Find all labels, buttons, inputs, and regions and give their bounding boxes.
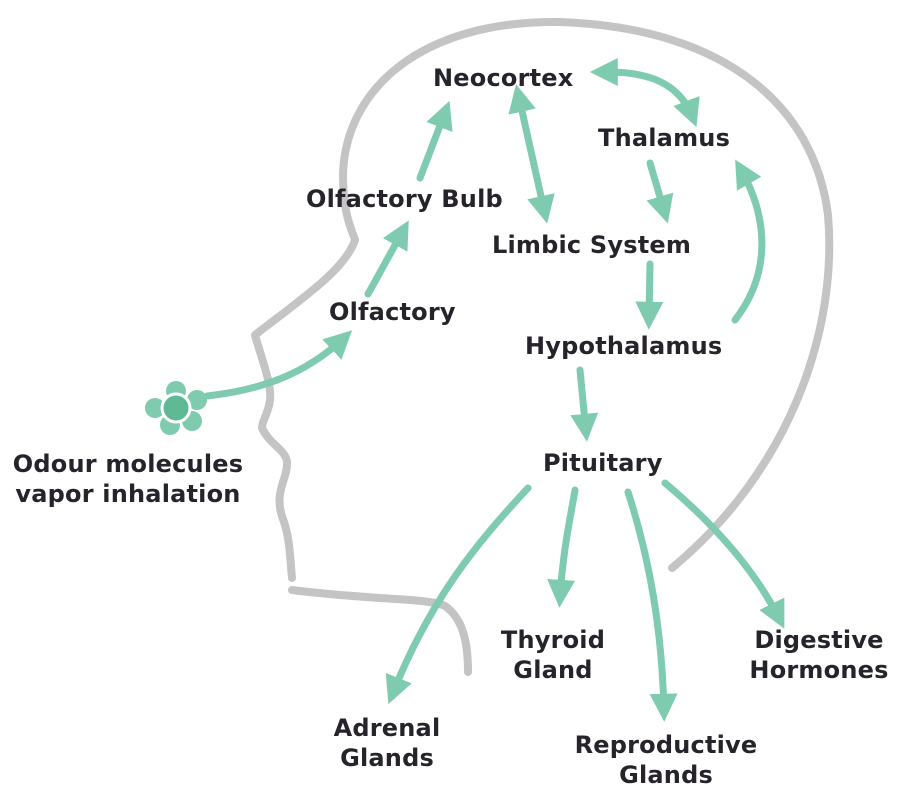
arrow-neocortex-thalamus [589,58,700,128]
digestive-line-2: Hormones [749,656,889,684]
node-reproductive-glands: Reproductive Glands [575,730,758,790]
face-profile-outline [251,236,359,582]
thyroid-line-2: Gland [513,656,593,684]
reproductive-line-2: Glands [619,761,713,789]
arrow-odour-to-olfactory [203,330,353,400]
arrow-pituitary-to-thyroid [547,486,579,608]
arrow-pituitary-to-adrenal [385,484,532,705]
node-thalamus: Thalamus [598,124,731,152]
thyroid-line-1: Thyroid [500,626,606,654]
digestive-line-1: Digestive [754,626,884,654]
arrow-hypothalamus-to-thalamus [731,159,766,324]
odour-line-1: Odour molecules [12,450,244,478]
arrows [203,58,785,722]
arrow-olfactory-to-bulb [364,220,409,298]
adrenal-line-2: Glands [340,744,434,772]
node-adrenal-glands: Adrenal Glands [334,713,441,773]
arrow-thalamus-to-limbic [646,159,674,224]
node-limbic-system: Limbic System [492,231,692,259]
node-pituitary: Pituitary [543,449,663,477]
node-olfactory-bulb: Olfactory Bulb [306,185,503,213]
node-thyroid-gland: Thyroid Gland [501,625,605,685]
arrow-neocortex-limbic [508,84,555,224]
node-hypothalamus: Hypothalamus [525,332,723,360]
node-olfactory: Olfactory [329,298,456,326]
node-odour-molecules: Odour molecules vapor inhalation [13,449,243,509]
arrow-limbic-to-hypothalamus [635,260,664,330]
node-neocortex: Neocortex [433,64,574,92]
head-back-outline [339,17,834,572]
adrenal-line-1: Adrenal [333,714,441,742]
arrow-pituitary-to-digestive [661,479,785,629]
molecule-icon [145,381,207,435]
arrow-bulb-to-neocortex [416,100,453,182]
arrow-pituitary-to-reproductive [624,488,678,722]
node-digestive-hormones: Digestive Hormones [749,625,888,685]
odour-line-2: vapor inhalation [15,480,241,508]
arrow-hypothalamus-to-pituitary [570,366,599,442]
reproductive-line-1: Reproductive [574,731,758,759]
